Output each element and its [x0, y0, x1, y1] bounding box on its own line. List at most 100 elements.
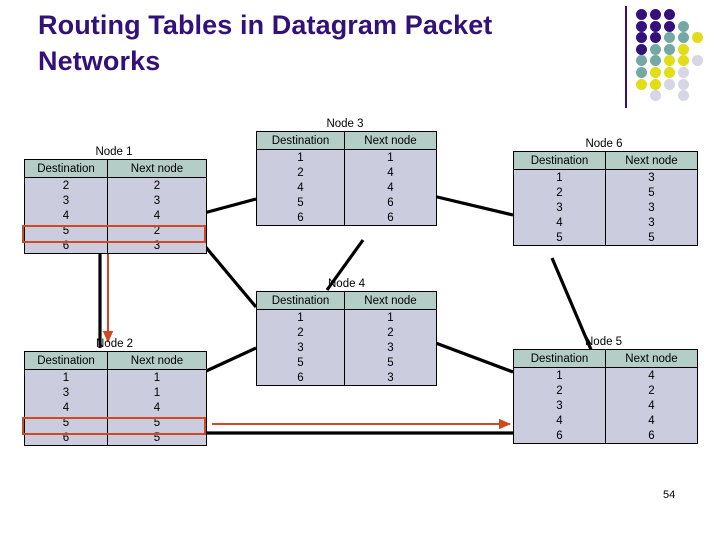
network-link-lines — [98, 194, 594, 435]
table-header-row: Destination Next node — [24, 351, 207, 370]
logo-dot — [650, 20, 661, 32]
cell-next-node: 6 — [344, 210, 437, 226]
cell-destination: 6 — [513, 428, 606, 444]
logo-dot — [678, 32, 689, 44]
logo-dot — [650, 32, 661, 44]
column-header-destination: Destination — [24, 159, 108, 178]
cell-destination: 5 — [256, 355, 345, 370]
logo-dot — [678, 55, 689, 67]
cell-destination: 5 — [24, 415, 108, 430]
cell-destination: 1 — [513, 169, 606, 185]
cell-next-node: 4 — [344, 180, 437, 195]
cell-destination: 3 — [24, 385, 108, 400]
cell-next-node: 5 — [107, 430, 207, 446]
cell-next-node: 5 — [605, 230, 698, 246]
cell-destination: 6 — [24, 430, 108, 446]
logo-dot — [678, 43, 689, 55]
logo-dot — [650, 67, 661, 78]
logo-dot — [664, 32, 675, 44]
logo-dot — [678, 20, 689, 32]
logo-dot — [650, 9, 661, 20]
table-header-row: Destination Next node — [256, 131, 437, 150]
column-header-next-node: Next node — [344, 291, 437, 310]
cell-destination: 2 — [513, 185, 606, 200]
cell-next-node: 2 — [107, 177, 207, 193]
cell-next-node: 6 — [344, 195, 437, 210]
link-node4-node5 — [432, 340, 514, 374]
cell-destination: 3 — [24, 193, 108, 208]
cell-next-node: 3 — [107, 238, 207, 254]
cell-destination: 4 — [513, 215, 606, 230]
cell-destination: 4 — [256, 180, 345, 195]
cell-destination: 3 — [513, 398, 606, 413]
column-header-next-node: Next node — [605, 349, 698, 368]
logo-dot — [636, 78, 647, 90]
logo-dot — [664, 67, 675, 78]
table-header-row: Destination Next node — [256, 291, 437, 310]
logo-dot — [636, 9, 647, 20]
cell-destination: 1 — [24, 369, 108, 385]
logo-dot — [650, 43, 661, 55]
packet-flow-arrows — [102, 240, 511, 430]
cell-next-node: 6 — [605, 428, 698, 444]
logo-dot — [678, 67, 689, 78]
cell-next-node: 4 — [605, 398, 698, 413]
logo-dot — [636, 67, 647, 78]
logo-dot — [692, 55, 703, 67]
logo-dot — [678, 78, 689, 90]
logo-dot — [636, 43, 647, 55]
link-node6-node5 — [550, 257, 594, 353]
node-4-caption: Node 4 — [328, 278, 366, 290]
table-header-row: Destination Next node — [24, 159, 207, 178]
cell-next-node: 3 — [344, 340, 437, 355]
cell-destination: 6 — [256, 210, 345, 226]
cell-next-node: 2 — [605, 383, 698, 398]
page-number: 54 — [663, 489, 676, 501]
node-2-caption: Node 2 — [96, 338, 134, 350]
column-header-destination: Destination — [513, 349, 606, 368]
cell-destination: 1 — [256, 149, 345, 165]
cell-next-node: 5 — [107, 415, 207, 430]
cell-next-node: 4 — [605, 413, 698, 428]
table-header-row: Destination Next node — [513, 349, 698, 368]
cell-next-node: 3 — [605, 169, 698, 185]
cell-destination: 2 — [256, 325, 345, 340]
node-6-caption: Node 6 — [585, 138, 623, 150]
cell-next-node: 4 — [605, 367, 698, 383]
logo-dot — [636, 20, 647, 32]
cell-destination: 2 — [24, 177, 108, 193]
column-header-next-node: Next node — [107, 351, 207, 370]
